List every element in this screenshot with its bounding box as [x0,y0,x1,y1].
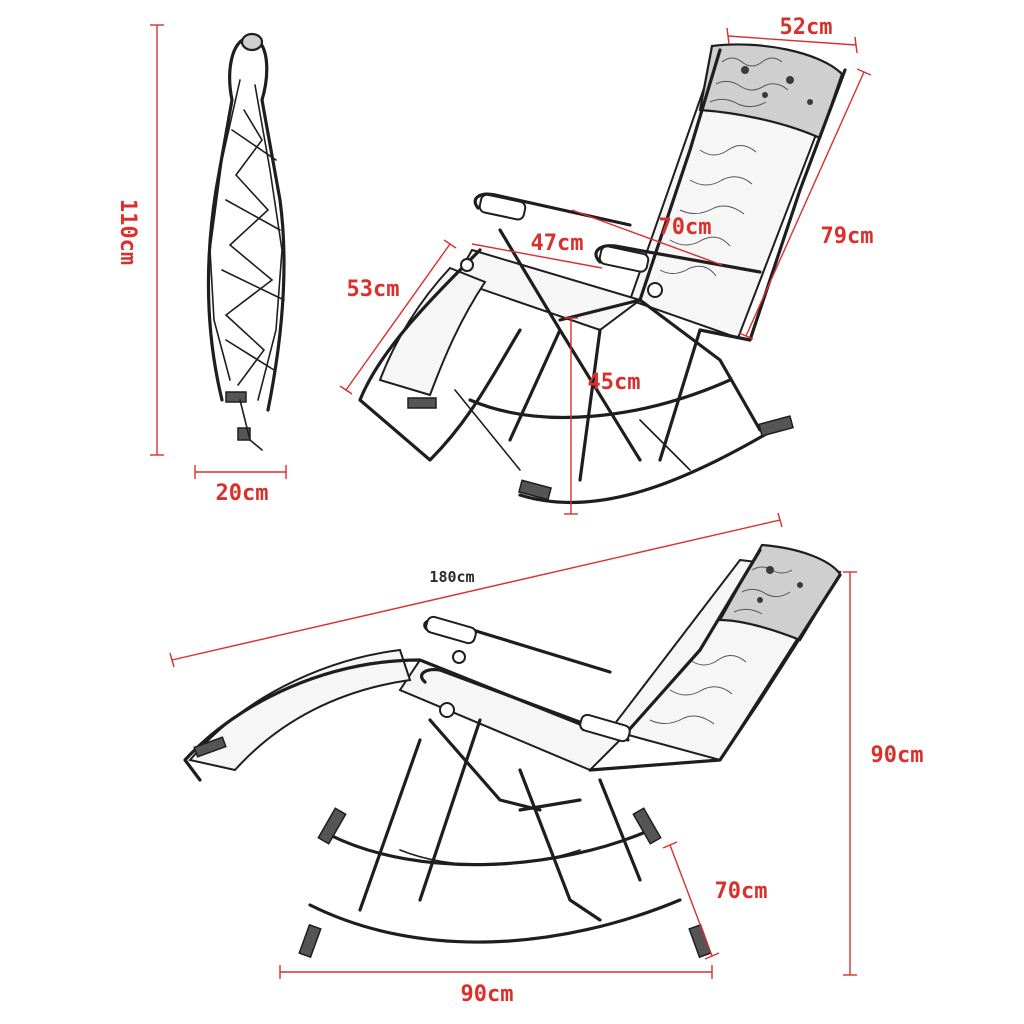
folded-chair-illustration [206,32,286,451]
label-base-height: 70cm [715,879,768,904]
label-reclined-height: 90cm [871,743,924,768]
label-reclined-length: 180cm [429,568,474,586]
label-folded-height: 110cm [115,199,140,265]
label-back-width: 52cm [780,15,833,40]
dim-reclined-height: 90cm [843,571,924,976]
dim-footrest-length: 53cm [339,239,457,395]
upright-chair-illustration [358,43,847,505]
dim-reclined-length: 180cm [169,512,783,668]
label-folded-depth: 20cm [216,481,269,506]
dim-seat-height: 45cm [564,317,641,515]
dim-armrest-length: 70cm [571,209,723,266]
label-seat-width: 47cm [531,231,584,256]
dim-base-height: 70cm [662,841,768,960]
label-armrest-length: 70cm [659,215,712,240]
dim-seat-width: 47cm [471,231,603,269]
label-seat-height: 45cm [588,370,641,395]
dim-back-height: 79cm [738,68,874,340]
label-back-height: 79cm [821,224,874,249]
dim-folded-depth: 20cm [194,465,287,506]
label-base-length: 90cm [461,982,514,1007]
dim-back-width: 52cm [726,15,858,54]
reclined-chair-illustration [183,543,842,959]
dim-base-length: 90cm [279,965,713,1007]
dim-folded-height: 110cm [115,24,164,456]
label-footrest-length: 53cm [347,277,400,302]
